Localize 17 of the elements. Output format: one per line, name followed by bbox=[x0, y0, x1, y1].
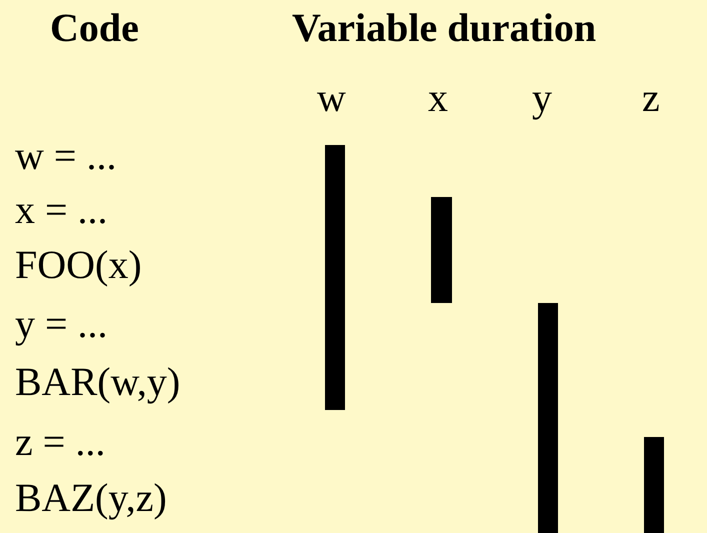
code-line: FOO(x) bbox=[15, 245, 142, 285]
duration-bar bbox=[538, 303, 558, 533]
code-line: w = ... bbox=[15, 136, 116, 176]
code-line: x = ... bbox=[15, 190, 108, 230]
column-heading: Variable duration bbox=[292, 8, 596, 48]
code-line: BAR(w,y) bbox=[15, 362, 180, 402]
code-line: y = ... bbox=[15, 304, 108, 344]
code-line: BAZ(y,z) bbox=[15, 478, 167, 518]
variable-name: y bbox=[532, 78, 552, 118]
duration-bar bbox=[325, 145, 345, 410]
variable-name: x bbox=[428, 78, 448, 118]
variable-name: z bbox=[642, 78, 660, 118]
duration-bar bbox=[644, 437, 664, 533]
variable-name: w bbox=[317, 78, 346, 118]
duration-bar bbox=[431, 197, 452, 303]
column-heading: Code bbox=[50, 8, 139, 48]
code-line: z = ... bbox=[15, 422, 106, 462]
